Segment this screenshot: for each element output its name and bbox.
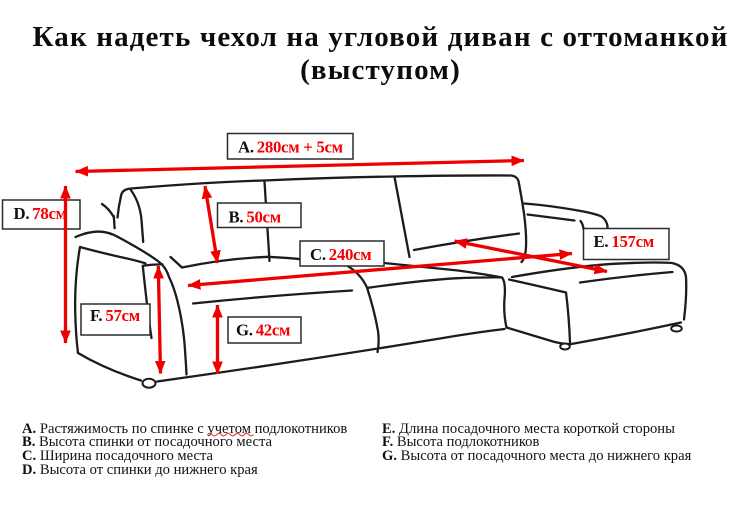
svg-text:A. 280см + 5см: A. 280см + 5см: [238, 138, 343, 157]
svg-text:G. 42см: G. 42см: [236, 321, 290, 340]
svg-text:C. 240см: C. 240см: [310, 245, 371, 264]
svg-text:D. 78см: D. 78см: [14, 204, 67, 223]
svg-text:F. 57см: F. 57см: [90, 306, 140, 325]
svg-text:E. 157см: E. 157см: [594, 232, 654, 251]
svg-text:B. 50см: B. 50см: [229, 207, 281, 226]
